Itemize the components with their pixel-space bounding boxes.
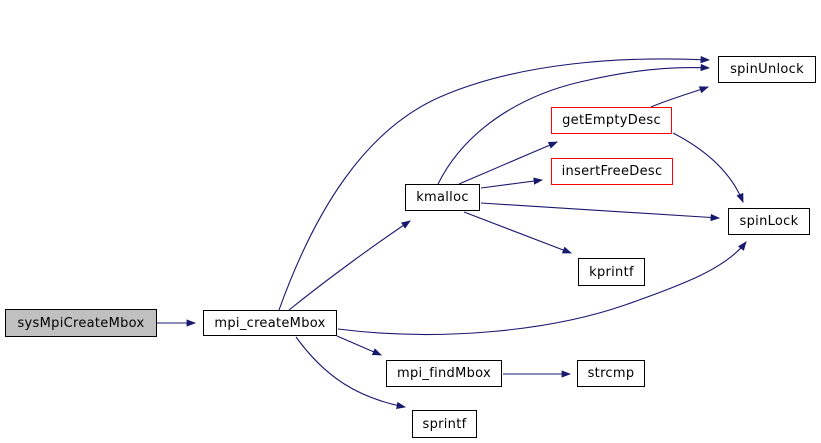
edge-kmalloc-to-insertFreeDesc (480, 177, 544, 189)
edge-mpi_createMbox-to-spinLock (337, 241, 747, 336)
node-spinlock[interactable]: spinLock (728, 208, 810, 235)
node-strcmp[interactable]: strcmp (577, 360, 645, 387)
edge-kmalloc-to-spinUnlock (437, 63, 711, 185)
node-spinunlock[interactable]: spinUnlock (718, 56, 816, 83)
edge-kmalloc-to-getEmptyDesc (458, 141, 559, 185)
node-getemptydesc[interactable]: getEmptyDesc (551, 107, 672, 134)
edge-mpi_createMbox-to-sprintf (295, 336, 407, 410)
edge-kmalloc-to-kprintf (463, 211, 573, 254)
node-sysmpicreatembox: sysMpiCreateMbox (5, 309, 157, 337)
edge-getEmptyDesc-to-spinUnlock (650, 86, 710, 108)
node-insertfreedesc[interactable]: insertFreeDesc (551, 158, 673, 185)
edge-kmalloc-to-spinLock (480, 202, 721, 222)
node-sprintf[interactable]: sprintf (412, 410, 477, 438)
node-mpi-creatembox[interactable]: mpi_createMbox (203, 310, 337, 336)
edge-mpi_createMbox-to-kmalloc (288, 220, 411, 311)
node-kmalloc[interactable]: kmalloc (405, 184, 480, 211)
edge-mpi_createMbox-to-mpi_findMbox (336, 335, 382, 356)
node-kprintf[interactable]: kprintf (578, 258, 645, 286)
edge-mpi_createMbox-to-spinUnlock (278, 55, 711, 311)
node-mpi-findmbox[interactable]: mpi_findMbox (386, 360, 502, 387)
edge-getEmptyDesc-to-spinLock (672, 132, 744, 204)
